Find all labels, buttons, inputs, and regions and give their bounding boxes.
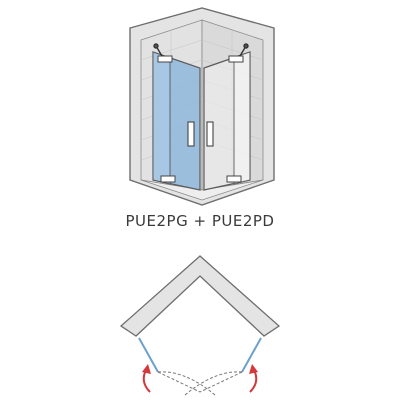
shower-enclosure-perspective [129,7,275,206]
model-code-label: PUE2PG + PUE2PD [125,212,275,230]
plan-door-closed-dashes [157,371,243,396]
plan-walls [119,255,281,337]
plan-glass-panels [138,337,262,373]
handle-left [187,121,195,147]
hinge-top-left [157,55,173,63]
door-handle-icon [187,121,214,147]
wall-bracket-icon [153,43,249,57]
hinge-icon [157,55,244,183]
curved-arrow-icon [142,364,258,393]
right-glass-fixed-panel [233,51,251,185]
swing-arrow-right-head [249,364,258,374]
hinge-top-right [228,55,244,63]
swing-arrow-left-head [142,364,151,374]
handle-right [206,121,214,147]
hinge-bottom-left [160,175,176,183]
hinge-bottom-right [226,175,242,183]
shower-enclosure-floor-plan [119,255,281,396]
plan-fixed-left [138,337,159,373]
left-glass-fixed-panel [152,51,171,185]
plan-fixed-right [241,337,262,373]
